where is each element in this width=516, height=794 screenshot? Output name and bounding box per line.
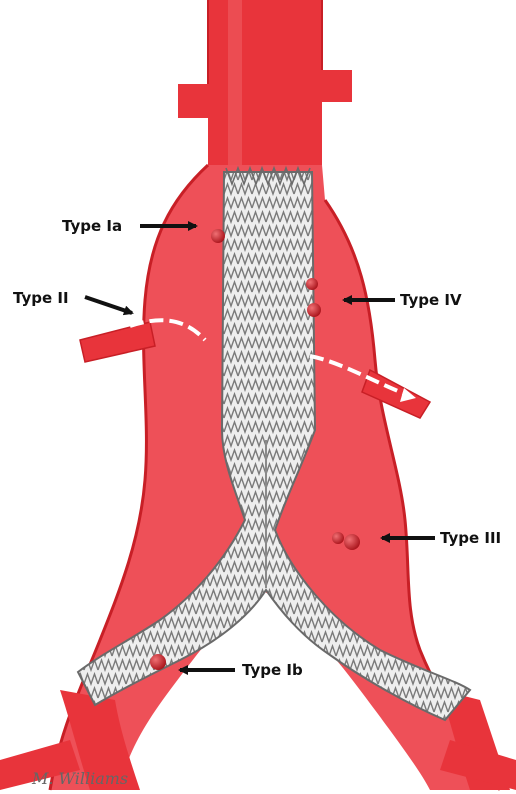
blood-droplet-icon (306, 278, 318, 290)
label-type-iv: Type IV (400, 291, 462, 309)
black-arrow-icon (85, 297, 132, 313)
label-type-ib: Type Ib (242, 661, 303, 679)
artist-signature: M. Williams (31, 769, 128, 788)
blood-droplet-icon (332, 532, 344, 544)
upper-aorta (178, 0, 352, 170)
blood-droplet-icon (344, 534, 360, 550)
label-type-iii: Type III (440, 529, 501, 547)
blood-droplet-icon (211, 229, 225, 243)
blood-droplet-icon (307, 303, 321, 317)
blood-droplet-icon (150, 654, 166, 670)
label-type-ii: Type II (13, 289, 69, 307)
label-type-ia: Type Ia (62, 217, 122, 235)
